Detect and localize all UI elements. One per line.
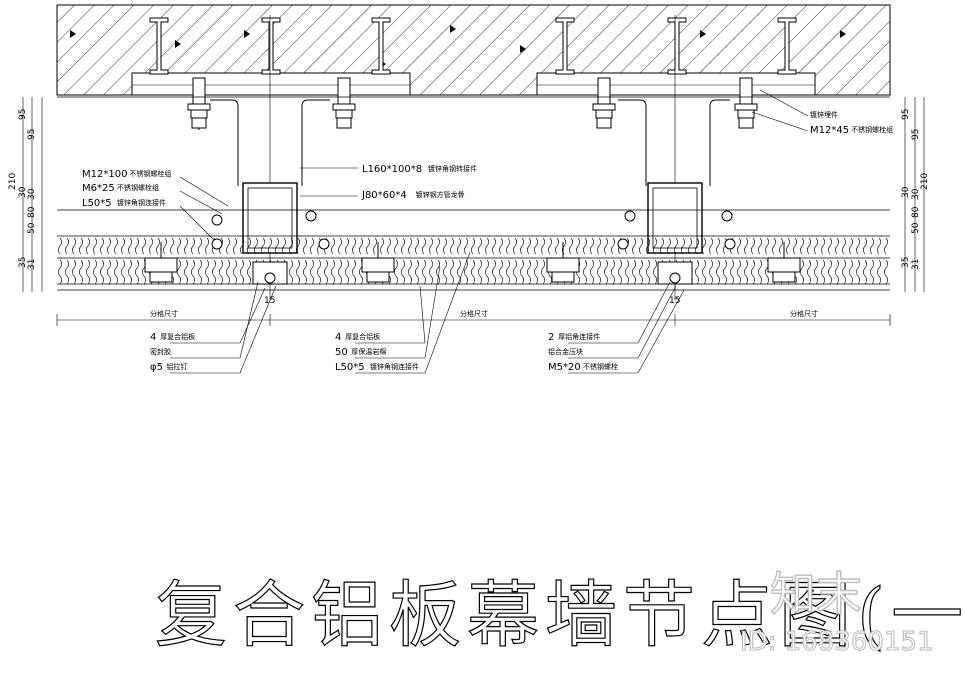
label-desc: 镀锌角钢连接件 xyxy=(370,362,419,371)
dim-right-8: 31 xyxy=(911,259,921,270)
panel-lines xyxy=(57,96,890,291)
dim-left-0: 95 xyxy=(18,109,28,120)
label-code: 4 xyxy=(335,332,341,343)
label-code: 50 xyxy=(335,347,348,358)
dim-left-6: 50 xyxy=(27,222,37,234)
label-desc: 不锈钢螺栓 xyxy=(583,362,618,371)
span-label-1: 分格尺寸 xyxy=(460,309,488,318)
label-desc: 镀锌角钢转接件 xyxy=(428,164,477,173)
label-code: M5*20 xyxy=(548,362,581,373)
drawing-title: 复合铝板幕墙节点图(一) xyxy=(155,573,965,657)
label-code: M6*25 xyxy=(82,183,115,194)
rock-wool-insulation xyxy=(57,237,889,285)
label-bottom-0-1: 密封胶 xyxy=(150,347,171,356)
label-code: J80*60*4 xyxy=(361,190,407,201)
dim-left-2: 210 xyxy=(8,173,18,190)
dim-right-3: 30 xyxy=(901,186,911,198)
label-l160: L160*100*8 镀锌角钢转接件 xyxy=(362,164,477,175)
label-bottom-0-0: 4 厚复合铝板 xyxy=(150,332,195,343)
label-code: L50*5 xyxy=(82,198,112,209)
label-desc: 密封胶 xyxy=(150,347,171,356)
dim-left-3: 30 xyxy=(18,186,28,198)
anchor-bolts xyxy=(187,77,758,130)
label-bottom-1-0: 4 厚复合铝板 xyxy=(335,332,380,343)
label-bottom-2-1: 铝合金压块 xyxy=(548,347,583,356)
dimension-lines xyxy=(22,97,925,326)
label-embedded: 镀锌埋件 xyxy=(810,110,838,119)
label-desc: 厚铝角连接件 xyxy=(558,332,600,341)
dim-right-2: 210 xyxy=(920,173,930,190)
label-bottom-1-2: L50*5 镀锌角钢连接件 xyxy=(335,362,419,373)
watermark-id: ID: 168360151 xyxy=(740,627,934,657)
label-desc: 不锈钢螺栓组 xyxy=(117,183,159,192)
label-code: φ5 xyxy=(150,362,163,373)
dim-right-5: 80 xyxy=(911,206,921,218)
dim-left-8: 31 xyxy=(27,259,37,270)
label-desc: 铝合金压块 xyxy=(548,347,583,356)
label-code: M12*100 xyxy=(82,169,127,180)
label-code: L160*100*8 xyxy=(362,164,422,175)
small-bolts xyxy=(211,210,736,250)
panel-clips xyxy=(144,242,801,285)
label-code: 2 xyxy=(548,332,554,343)
label-desc: 镀锌埋件 xyxy=(810,110,838,119)
label-code: L50*5 xyxy=(335,362,365,373)
dim-right-0: 95 xyxy=(901,109,911,120)
label-desc: 铝拉钉 xyxy=(166,362,187,371)
label-desc: 镀锌角钢连接件 xyxy=(117,198,166,207)
label-desc: 厚复合铝板 xyxy=(345,332,380,341)
label-desc: 厚复合铝板 xyxy=(160,332,195,341)
dim-left-5: 80 xyxy=(27,206,37,218)
label-j80: J80*60*4 镀锌钢方管龙骨 xyxy=(361,190,465,201)
span-label-2: 分格尺寸 xyxy=(790,309,818,318)
label-desc: 厚保温岩棉 xyxy=(351,347,386,356)
joint-dim-1: 15 xyxy=(669,296,680,306)
dim-left-1: 95 xyxy=(27,129,37,140)
label-code: 4 xyxy=(150,332,156,343)
dim-right-7: 35 xyxy=(901,257,911,268)
watermark-logo: 知末 xyxy=(770,567,862,621)
label-l50x5-top: L50*5 镀锌角钢连接件 xyxy=(82,198,166,209)
label-code: M12*45 xyxy=(810,125,849,136)
label-desc: 不锈钢螺栓组 xyxy=(129,169,171,178)
dim-right-4: 30 xyxy=(911,188,921,200)
dim-left-4: 30 xyxy=(27,188,37,200)
label-desc: 不锈钢螺栓组 xyxy=(851,125,893,134)
label-bottom-2-0: 2 厚铝角连接件 xyxy=(548,332,600,343)
span-label-0: 分格尺寸 xyxy=(150,309,178,318)
label-desc: 镀锌钢方管龙骨 xyxy=(416,190,465,199)
dim-right-6: 50 xyxy=(911,222,921,234)
dim-left-7: 35 xyxy=(18,257,28,268)
dim-right-1: 95 xyxy=(911,129,921,140)
